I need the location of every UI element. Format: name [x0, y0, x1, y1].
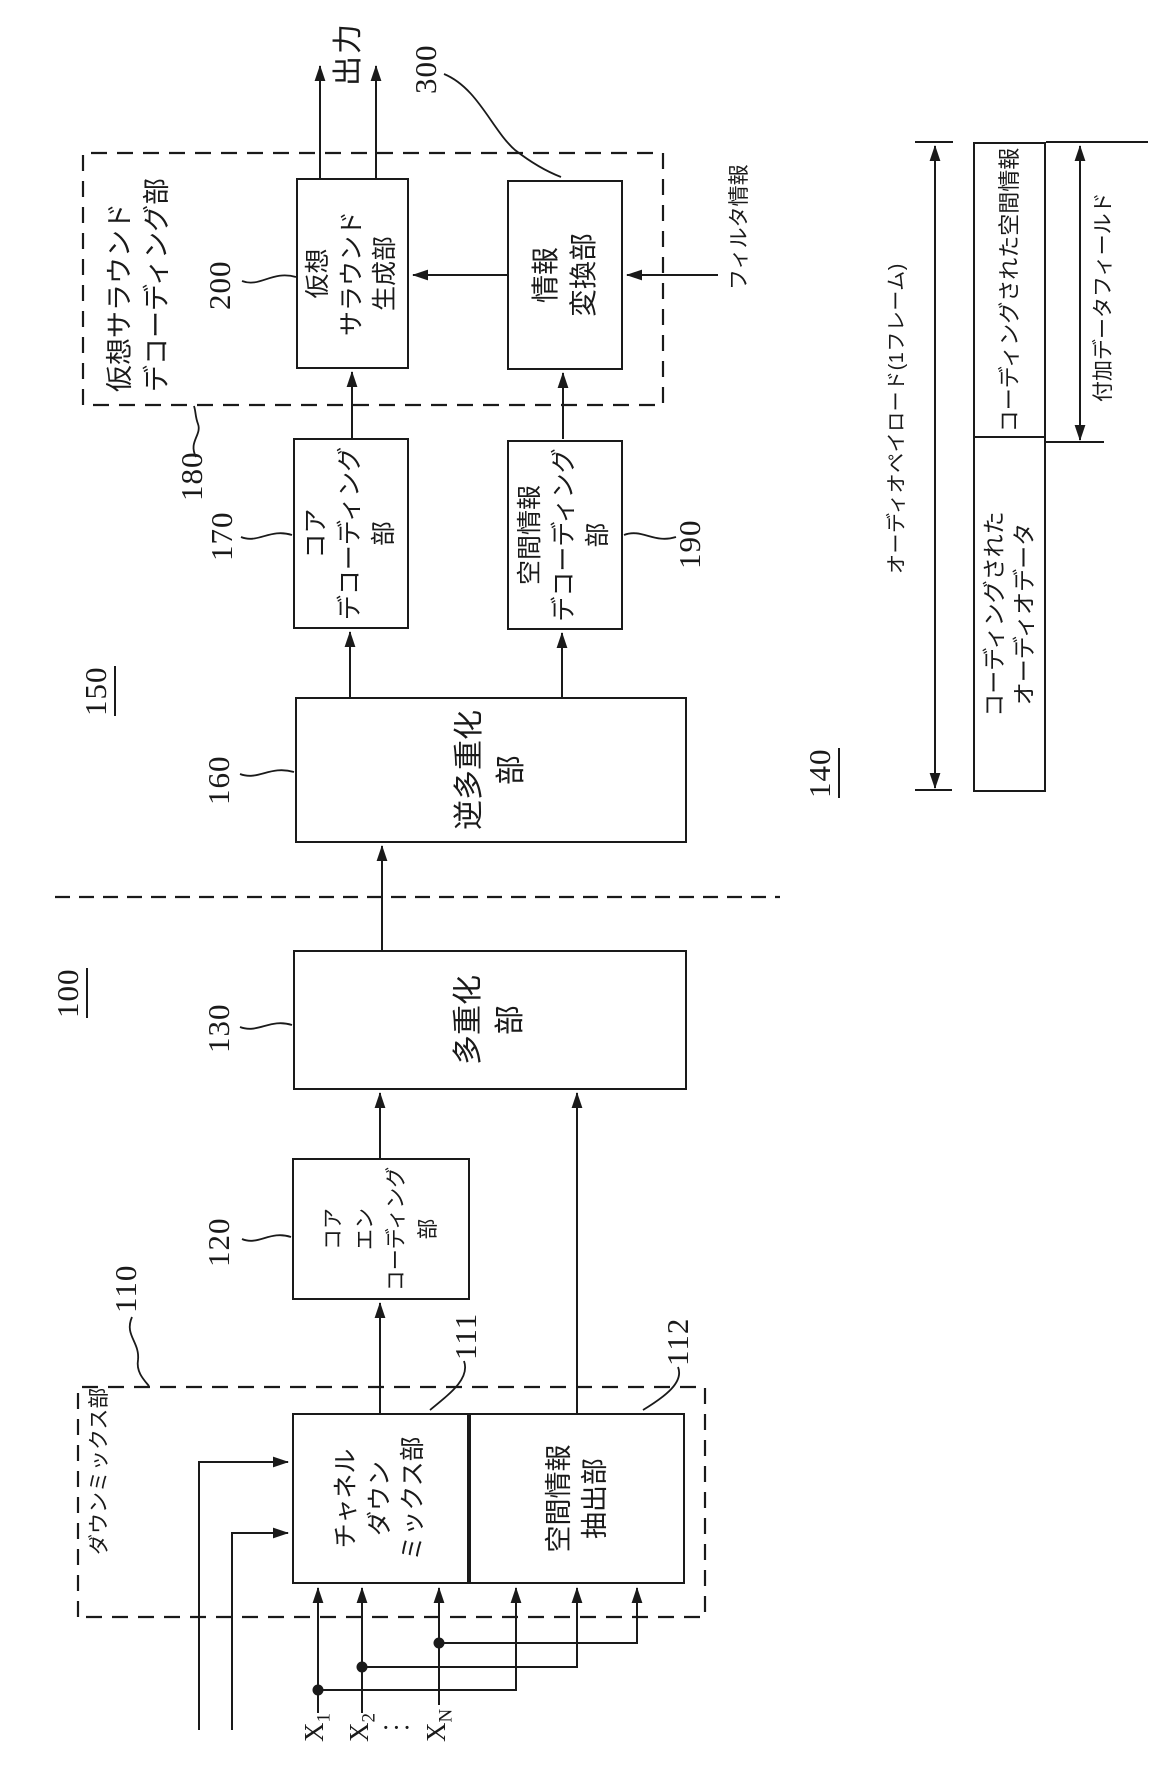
box-channel-downmix: チャネル ダウン ミックス部 — [292, 1413, 469, 1584]
leader-160 — [239, 769, 295, 777]
ancillary-field-label: 付加データフィールド — [1092, 192, 1115, 402]
payload-dimension-label: オーディオペイロード(1フレーム) — [886, 263, 908, 574]
box-core-decoder: コア デコーディング 部 — [293, 438, 409, 629]
input-xn-base: X — [421, 1722, 451, 1743]
inputs-ellipsis: ··· — [382, 1714, 414, 1742]
input-x2-label: X2 — [344, 1713, 379, 1743]
leader-200 — [241, 274, 297, 284]
ref-170: 170 — [204, 511, 239, 562]
arrow-input-line-b — [231, 1527, 289, 1730]
ref-200: 200 — [202, 260, 237, 311]
leader-120 — [241, 1234, 292, 1242]
ref-180: 180 — [174, 451, 209, 502]
ref-111: 111 — [448, 1312, 483, 1360]
leader-190 — [623, 532, 677, 540]
coded-audio-cell: コーディングされた オーディオデータ — [980, 511, 1037, 717]
ref-110: 110 — [108, 1264, 143, 1313]
filter-info-label: フィルタ情報 — [728, 164, 751, 290]
box-multiplexer: 多重化 部 — [293, 950, 687, 1090]
leader-111 — [429, 1360, 467, 1411]
arrow-input-line-a — [198, 1456, 289, 1730]
ref-300: 300 — [408, 44, 443, 95]
ref-140-payload: 140 — [802, 748, 840, 798]
box-information-converter: 情報 変換部 — [507, 180, 623, 370]
leader-300 — [443, 73, 562, 178]
box-core-encoder: コア エン コーディング 部 — [292, 1158, 470, 1300]
leader-170 — [240, 532, 293, 540]
leader-110 — [128, 1316, 150, 1387]
input-x1-sub: 1 — [313, 1713, 335, 1723]
input-x2-base: X — [344, 1722, 374, 1743]
box-virtual-surround-generator: 仮想 サラウンド 生成部 — [296, 178, 409, 369]
leader-180 — [192, 405, 200, 458]
coded-spatial-cell: コーディングされた空間情報 — [975, 144, 1044, 438]
payload-box: コーディングされた オーディオデータ コーディングされた空間情報 — [973, 142, 1046, 792]
ref-112: 112 — [660, 1317, 695, 1366]
downmix-unit-title: ダウンミックス部 — [88, 1387, 111, 1555]
input-xn-label: XN — [421, 1708, 457, 1743]
box-demultiplexer: 逆多重化 部 — [295, 697, 687, 843]
leader-130 — [239, 1022, 293, 1030]
input-x1-label: X1 — [299, 1713, 335, 1743]
leader-112 — [642, 1366, 681, 1411]
input-x1-base: X — [299, 1722, 329, 1743]
ref-160: 160 — [201, 755, 236, 806]
ref-130: 130 — [201, 1003, 236, 1054]
arrow-x1-branch-to-112 — [318, 1587, 522, 1691]
ref-100-encoder-system: 100 — [50, 968, 88, 1018]
ref-120: 120 — [201, 1217, 236, 1268]
box-spatial-info-decoder: 空間情報 デコーディング 部 — [507, 440, 623, 630]
decoder-unit-title: 仮想サラウンド デコーディング部 — [105, 177, 173, 392]
ref-150-decoder-system: 150 — [78, 666, 116, 716]
ref-190: 190 — [672, 519, 707, 570]
input-xn-sub: N — [435, 1708, 457, 1723]
branch-dots — [312, 1637, 445, 1696]
output-label: 出力 — [332, 22, 365, 86]
box-spatial-info-extractor: 空間情報 抽出部 — [469, 1413, 685, 1584]
arrow-xn-branch-to-112 — [439, 1587, 643, 1644]
arrow-x2-branch-to-112 — [362, 1587, 583, 1668]
